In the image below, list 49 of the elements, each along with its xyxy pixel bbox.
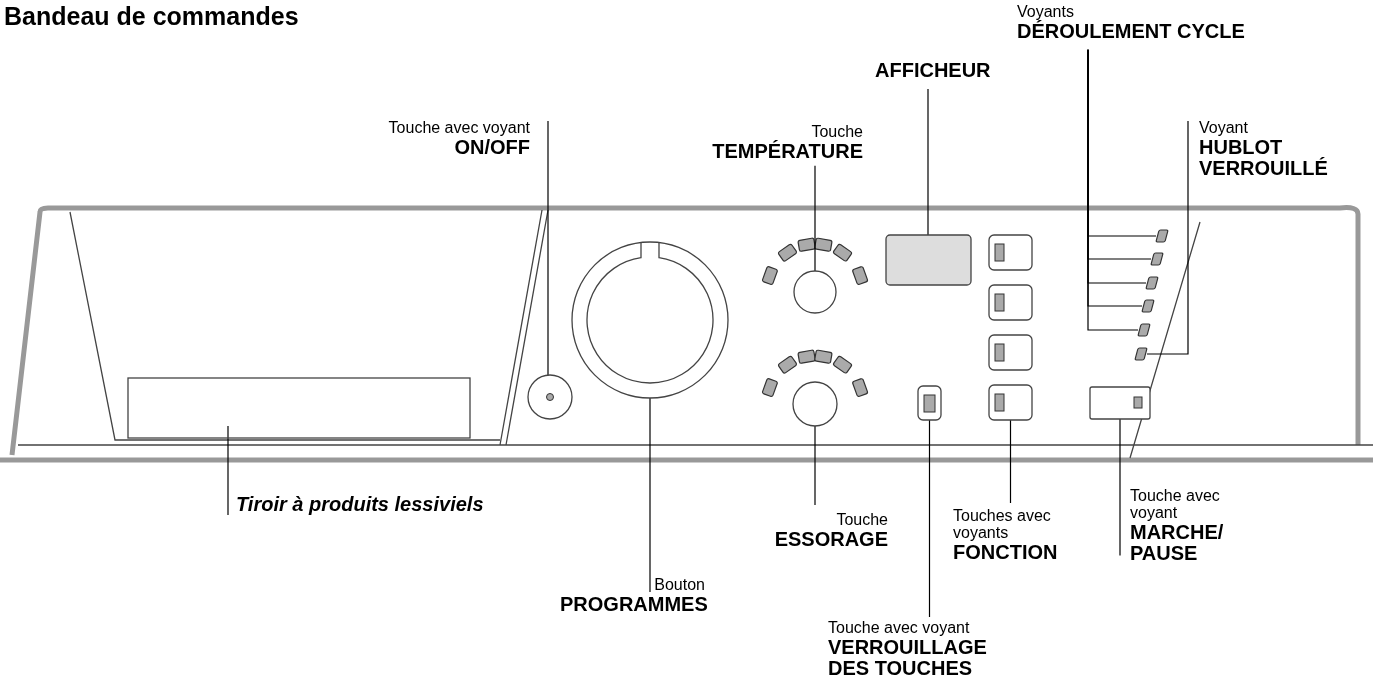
indicator-light bbox=[1150, 252, 1164, 266]
function-button bbox=[988, 284, 1033, 321]
spin-knob bbox=[792, 381, 838, 427]
leader-line bbox=[927, 88, 929, 236]
leader-line bbox=[649, 397, 651, 593]
start-pause-button bbox=[1089, 386, 1151, 420]
callout-title: FONCTION bbox=[953, 541, 1059, 563]
callout-title: AFFICHEUR bbox=[875, 60, 992, 81]
indicator-light bbox=[1134, 347, 1148, 361]
leader-line bbox=[547, 120, 549, 376]
indicator-light bbox=[1155, 229, 1169, 243]
display-screen bbox=[885, 234, 972, 286]
callout-title: ESSORAGE bbox=[773, 528, 888, 550]
leader-line bbox=[227, 425, 229, 516]
key-lock-button bbox=[917, 385, 942, 421]
leader-line bbox=[928, 419, 931, 618]
leader-line bbox=[1119, 418, 1121, 557]
callout-caption: Bouton bbox=[653, 577, 705, 594]
callout-caption: Touches avec voyants bbox=[953, 508, 1052, 542]
callout-caption: Touche avec voyant bbox=[828, 620, 971, 637]
callout-title: PROGRAMMES bbox=[560, 593, 705, 615]
callout-title: VERROUILLAGE DES TOUCHES bbox=[828, 636, 988, 679]
callout-title: MARCHE/ PAUSE bbox=[1130, 521, 1225, 564]
on-off-button bbox=[527, 374, 573, 420]
leader-line bbox=[814, 165, 816, 272]
leader-line bbox=[1146, 120, 1189, 355]
temperature-knob bbox=[793, 270, 837, 314]
leader-line bbox=[1009, 419, 1012, 504]
indicator-light bbox=[1141, 299, 1155, 313]
callout-caption: Touche bbox=[810, 124, 863, 140]
function-button bbox=[988, 384, 1033, 421]
callout-caption: Touche avec voyant bbox=[387, 120, 530, 137]
callout-title: DÉROULEMENT CYCLE bbox=[1017, 20, 1246, 42]
program-dial bbox=[571, 241, 729, 399]
callout-caption: Voyant bbox=[1199, 120, 1249, 137]
diagram-title: Bandeau de commandes bbox=[4, 2, 299, 31]
callout-caption: Touche avec voyant bbox=[1130, 488, 1221, 522]
indicator-light bbox=[1145, 276, 1159, 290]
function-button bbox=[988, 334, 1033, 371]
function-button bbox=[988, 234, 1033, 271]
callout-title: TEMPÉRATURE bbox=[711, 140, 863, 162]
callout-caption: Voyants bbox=[1017, 4, 1075, 20]
callout-title: HUBLOT VERROUILLÉ bbox=[1199, 136, 1329, 179]
callout-title: ON/OFF bbox=[453, 136, 530, 158]
callout-caption: Touche bbox=[835, 512, 888, 529]
detergent-drawer bbox=[127, 377, 471, 439]
callout-title: Tiroir à produits lessiviels bbox=[236, 494, 485, 515]
indicator-light bbox=[1137, 323, 1151, 337]
leader-line bbox=[814, 425, 816, 506]
